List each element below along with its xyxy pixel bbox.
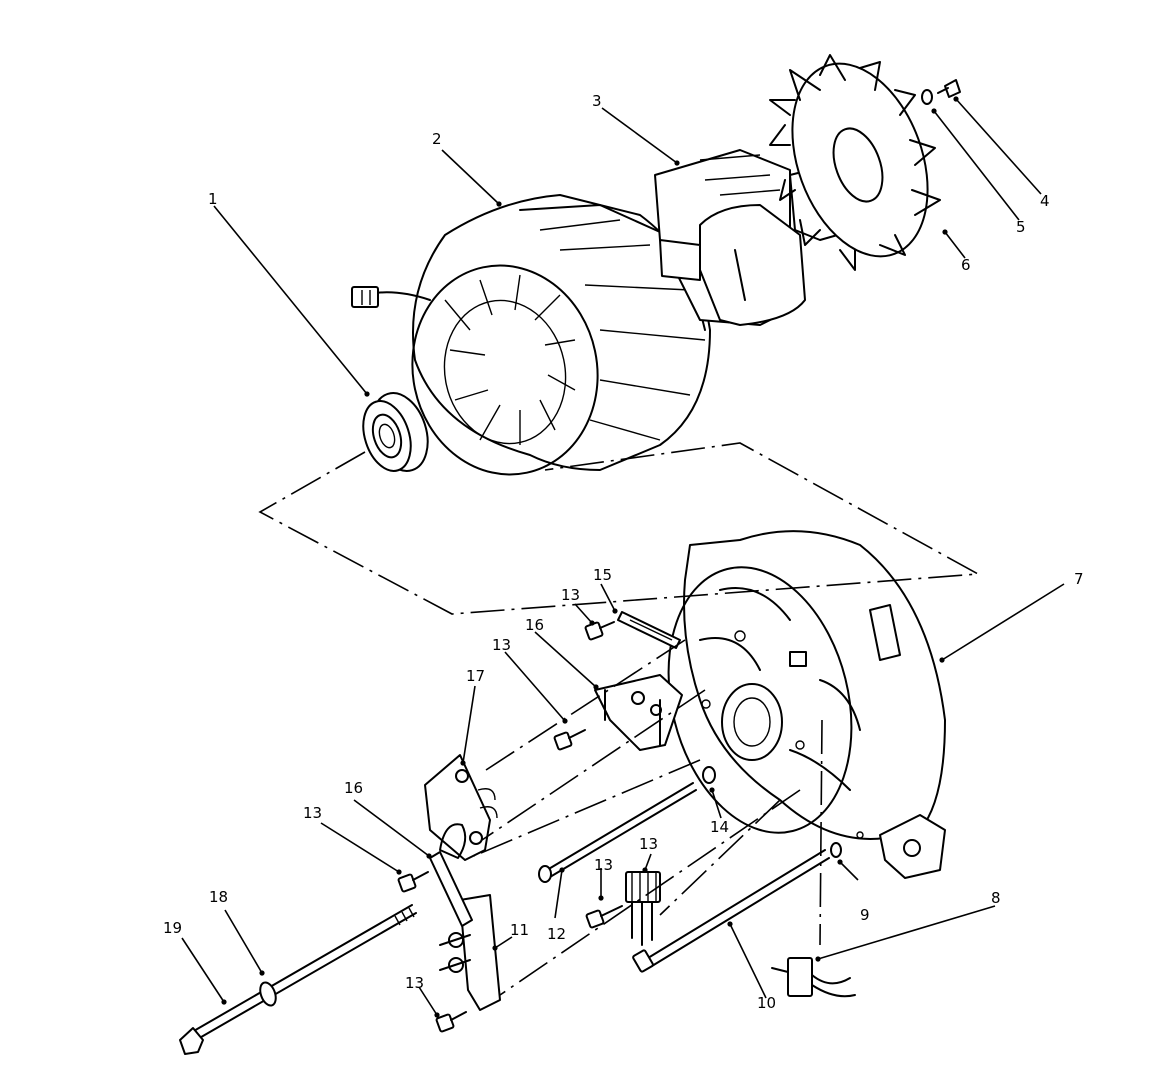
leader-dots [221, 96, 959, 1018]
bolt-washer [259, 981, 277, 1007]
bearing [362, 392, 429, 472]
terminal-plate [439, 894, 501, 1011]
washer-15 [702, 766, 716, 784]
assembly-lines [258, 442, 981, 996]
callout-18: 17 [466, 667, 485, 685]
callout-15: 14 [710, 818, 729, 836]
fan-screw [937, 79, 961, 98]
leader-lines [181, 98, 1065, 1016]
callout-19: 18 [209, 888, 228, 906]
screw-13-regulator [397, 871, 429, 893]
callout-6: 6 [961, 256, 971, 274]
callout-13-regulator: 13 [303, 804, 322, 822]
rod-12 [538, 782, 697, 883]
stator [351, 194, 711, 476]
callout-3: 3 [592, 92, 602, 110]
screw-13-plate [435, 1011, 467, 1033]
washer-9 [830, 842, 842, 858]
screw-13-bracket [553, 729, 586, 751]
callout-13-bracket: 13 [492, 636, 511, 654]
callout-7: 7 [1074, 570, 1084, 588]
callout-12: 12 [547, 925, 566, 943]
callout-17: 16 [525, 616, 544, 634]
callout-4: 4 [1040, 192, 1050, 210]
through-bolt-10 [632, 849, 830, 973]
callout-5: 5 [1016, 218, 1026, 236]
screw-13-diode [585, 905, 623, 929]
callout-13-top: 13 [561, 586, 580, 604]
callout-16-lower: 16 [344, 779, 363, 797]
fan-washer [921, 89, 933, 105]
callout-labels: 1 2 3 4 5 6 7 8 9 10 11 12 13 13 13 13 1… [163, 92, 1084, 1012]
regulator [424, 754, 498, 861]
brush-lead-lower [429, 851, 473, 927]
bracket [594, 674, 683, 751]
housing [667, 530, 946, 879]
terminal-block [771, 957, 856, 998]
long-bolt [179, 904, 417, 1055]
callout-16-upper: 15 [593, 566, 612, 584]
diode-assembly [625, 871, 661, 946]
callout-8: 8 [991, 889, 1001, 907]
callout-10: 10 [757, 994, 776, 1012]
callout-2: 2 [432, 130, 442, 148]
fan [769, 54, 941, 271]
callout-13-diode: 13 [594, 856, 613, 874]
callout-20: 19 [163, 919, 182, 937]
callout-9: 9 [860, 906, 870, 924]
callout-11: 11 [510, 921, 529, 939]
callout-14: 13 [639, 835, 658, 853]
screw-13-top [584, 621, 615, 641]
callout-1: 1 [208, 190, 218, 208]
brush-plate-upper [617, 611, 681, 649]
callout-13-plate: 13 [405, 974, 424, 992]
